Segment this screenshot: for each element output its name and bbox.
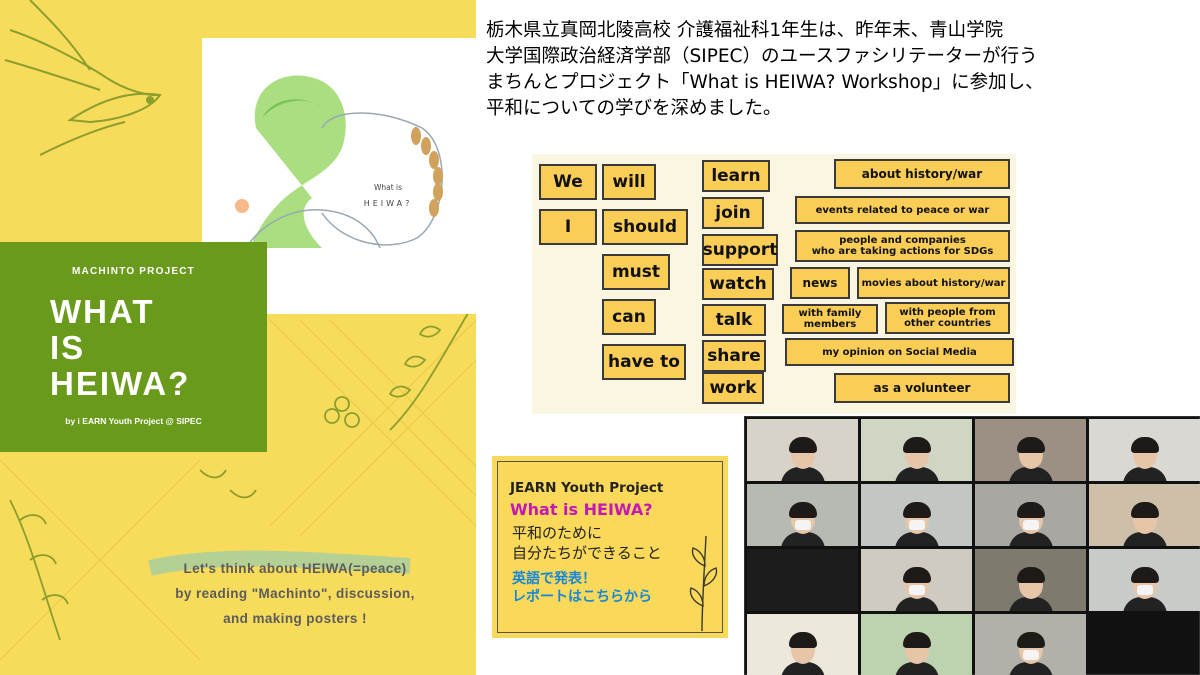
card-line: with people from (899, 307, 996, 318)
title-line-1: WHAT (50, 293, 155, 330)
title-box: MACHINTO PROJECT WHAT IS HEIWA? by i EAR… (0, 242, 267, 452)
word-card: will (602, 164, 656, 200)
word-card-board: We I will should must can have to learn … (532, 154, 1016, 414)
flyer-subtitle-1: 平和のために (512, 524, 603, 542)
word-card: watch (702, 268, 774, 300)
word-card: share (702, 340, 766, 372)
poster-decoration (0, 0, 476, 661)
participant-video-tile[interactable] (747, 484, 858, 546)
participant-video-tile[interactable] (975, 484, 1086, 546)
word-card: news (790, 267, 850, 299)
participant-avatar (893, 632, 941, 675)
wheat-icon (411, 127, 443, 217)
card-line: who are taking actions for SDGs (811, 246, 994, 257)
participant-video-tile[interactable] (975, 549, 1086, 611)
word-card-other-countries: with people from other countries (885, 302, 1010, 334)
project-subtitle: MACHINTO PROJECT (72, 266, 195, 277)
intro-line-2: 大学国際政治経済学部（SIPEC）のユースファシリテーターが行う (486, 46, 1038, 67)
child-silhouette-illustration: What is HEIWA? (235, 75, 443, 249)
participant-video-tile[interactable] (747, 419, 858, 481)
machinto-poster: What is HEIWA? MACHINTO PROJECT WHAT IS … (0, 0, 476, 675)
participant-video-tile[interactable] (861, 614, 972, 675)
card-line: people and companies (839, 235, 966, 246)
title-line-2: IS (50, 329, 86, 366)
word-card: talk (702, 304, 766, 336)
poster-tagline: Let's think about HEIWA(=peace) by readi… (125, 556, 465, 631)
intro-line-3: まちんとプロジェクト「What is HEIWA? Workshop」に参加し、 (486, 72, 1044, 93)
video-call-gallery (744, 416, 1200, 675)
leaf-sprig-icon (689, 535, 718, 632)
card-line: members (803, 319, 857, 330)
word-card-people: people and companies who are taking acti… (795, 230, 1010, 262)
flyer-cta-1: 英語で発表！ (512, 571, 596, 587)
swallow-icon (4, 0, 162, 156)
video-background (747, 549, 858, 611)
flyer-title: What is HEIWA? (510, 500, 653, 519)
participant-avatar (1007, 502, 1055, 546)
card-line: with family (798, 308, 862, 319)
word-card: must (602, 254, 670, 290)
participant-avatar (893, 567, 941, 611)
participant-avatar (779, 502, 827, 546)
participant-video-tile[interactable] (975, 614, 1086, 675)
participant-video-tile[interactable] (861, 484, 972, 546)
tagline-line-2: by reading "Machinto", discussion, (175, 586, 415, 601)
word-card-family: with family members (782, 304, 878, 334)
heiwa-label: HEIWA? (364, 199, 413, 208)
flyer-subtitle-2: 自分たちができること (512, 544, 662, 562)
intro-line-4: 平和についての学びを深めました。 (486, 98, 782, 119)
participant-avatar (1121, 437, 1169, 481)
poster-byline: by i EARN Youth Project @ SIPEC (65, 416, 202, 426)
participant-avatar (893, 437, 941, 481)
participant-video-tile[interactable] (1089, 484, 1200, 546)
word-card: should (602, 209, 688, 245)
intro-line-1: 栃木県立真岡北陵高校 介護福祉科1年生は、昨年末、青山学院 (486, 20, 1004, 41)
word-card: have to (602, 344, 686, 380)
tagline-line-1: Let's think about HEIWA(=peace) (183, 561, 407, 576)
participant-video-tile[interactable] (1089, 549, 1200, 611)
word-card: work (702, 372, 764, 404)
title-line-3: HEIWA? (50, 365, 191, 402)
flyer-project-name: JEARN Youth Project (510, 480, 664, 496)
participant-avatar (779, 632, 827, 675)
word-card: I (539, 209, 597, 245)
tagline-line-3: and making posters ! (223, 611, 367, 626)
participant-video-tile[interactable] (747, 549, 858, 611)
word-card: events related to peace or war (795, 196, 1010, 224)
participant-video-tile[interactable] (1089, 419, 1200, 481)
jearn-flyer[interactable]: JEARN Youth Project What is HEIWA? 平和のため… (492, 456, 728, 638)
word-card: can (602, 299, 656, 335)
participant-avatar (893, 502, 941, 546)
card-line: other countries (904, 318, 991, 329)
participant-avatar (1007, 437, 1055, 481)
word-card: join (702, 197, 764, 229)
participant-avatar (779, 437, 827, 481)
participant-video-tile[interactable] (861, 419, 972, 481)
word-card: support (702, 234, 778, 266)
participant-avatar (1007, 567, 1055, 611)
participant-video-tile[interactable] (861, 549, 972, 611)
what-is-label: What is (374, 183, 402, 192)
word-card: about history/war (834, 159, 1010, 189)
word-card: my opinion on Social Media (785, 338, 1014, 366)
participant-avatar (1007, 632, 1055, 675)
article-intro: 栃木県立真岡北陵高校 介護福祉科1年生は、昨年末、青山学院 大学国際政治経済学部… (486, 18, 1196, 122)
participant-avatar (1121, 502, 1169, 546)
participant-video-tile[interactable] (975, 419, 1086, 481)
word-card: learn (702, 160, 770, 192)
word-card: We (539, 164, 597, 200)
participant-video-tile[interactable] (747, 614, 858, 675)
flyer-frame (497, 461, 723, 633)
flyer-report-link[interactable]: レポートはこちらから (512, 589, 652, 605)
word-card: movies about history/war (857, 267, 1010, 299)
participant-avatar (1121, 567, 1169, 611)
word-card: as a volunteer (834, 373, 1010, 403)
